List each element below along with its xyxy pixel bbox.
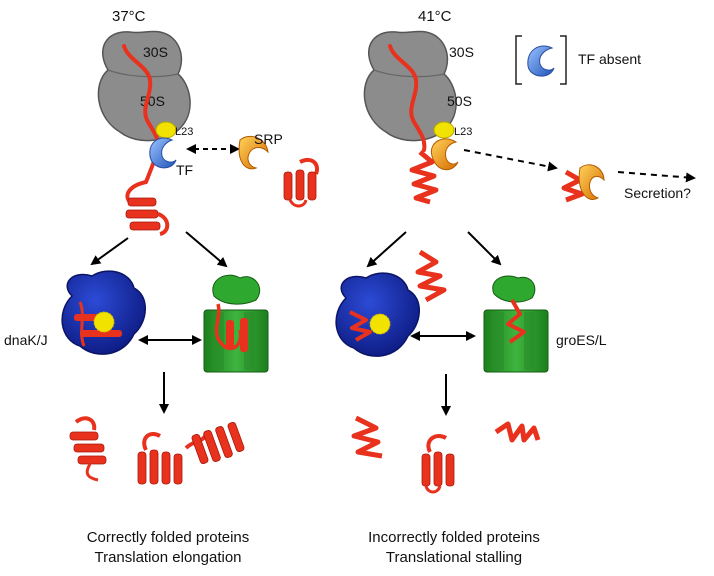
left-folded-protein-2: [137, 431, 183, 485]
left-l23-label: L23: [175, 126, 193, 138]
right-dnak-chaperone: [335, 272, 420, 357]
left-folding-protein: [125, 180, 170, 236]
right-to-srp-arrow: [463, 149, 558, 172]
left-caption-line2: Translation elongation: [94, 549, 241, 566]
tf-legend-icon: [527, 45, 555, 77]
right-l23-label: L23: [454, 126, 472, 138]
left-folded-protein-3: [184, 421, 245, 465]
right-misfolded-middle: [415, 249, 447, 303]
left-ribosome: [97, 30, 191, 142]
right-secretion-label: Secretion?: [624, 185, 691, 201]
left-l23-protein: [155, 121, 177, 139]
left-groel-chaperone: [203, 274, 269, 373]
right-secretion-arrow: [617, 171, 696, 183]
left-dnak-chaperone: [61, 270, 146, 355]
left-srp-label: SRP: [254, 131, 283, 147]
left-folded-protein-1: [69, 416, 107, 482]
right-misfolded-product-1: [351, 415, 383, 459]
left-arrow-to-groel: [185, 231, 228, 268]
right-arrow-to-dnak: [366, 231, 407, 268]
left-dnak-label: dnaK/J: [4, 332, 48, 348]
right-srp-bound: [430, 138, 459, 171]
right-nascent-chain: [388, 44, 427, 152]
right-srp-free-complex: [561, 164, 605, 203]
right-30s-label: 30S: [449, 44, 474, 60]
right-caption-line1: Incorrectly folded proteins: [368, 529, 540, 546]
left-arrow-to-dnak: [90, 237, 129, 266]
right-50s-label: 50S: [447, 93, 472, 109]
right-groes-label: groES/L: [556, 332, 607, 348]
left-srp: [238, 136, 269, 170]
left-temperature-label: 37°C: [112, 8, 146, 25]
tf-absent-label: TF absent: [578, 51, 641, 67]
right-temperature-label: 41°C: [418, 8, 452, 25]
left-panel: 37°C 30S 50S L23 TF SRP: [4, 8, 319, 566]
right-l23-protein: [433, 121, 455, 139]
left-30s-label: 30S: [143, 44, 168, 60]
right-groel-chaperone: [483, 275, 549, 373]
right-folded-product: [421, 433, 455, 494]
right-caption-line2: Translational stalling: [386, 549, 522, 566]
left-free-protein: [283, 157, 319, 208]
left-trigger-factor: [149, 137, 177, 169]
tf-absent-legend: [515, 35, 567, 85]
right-misfolded-product-2: [494, 421, 541, 443]
right-arrow-to-groel: [467, 231, 502, 266]
left-caption-line1: Correctly folded proteins: [87, 529, 250, 546]
right-panel: 41°C TF absent 30S 50S L23 Secre: [335, 8, 696, 566]
right-misfolded-chain: [409, 150, 439, 205]
left-tf-label: TF: [176, 162, 193, 178]
